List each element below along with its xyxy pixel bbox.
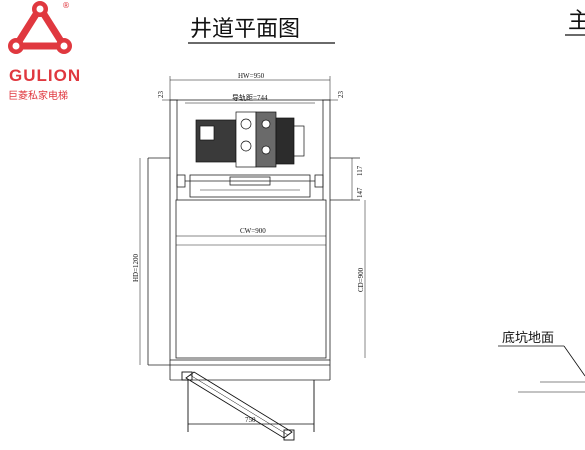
brand-logo: ® GULION 巨菱私家电梯 <box>8 1 81 102</box>
dim-hd: HD=1200 <box>132 253 140 282</box>
logo-triangle-icon <box>12 4 68 50</box>
pit-floor-label: 底坑地面 <box>502 330 554 346</box>
brand-registered-mark: ® <box>62 1 70 10</box>
drawing-title: 井道平面图 <box>190 17 300 42</box>
dimension-lines <box>139 76 366 425</box>
dim-rail-distance: 导轨距=744 <box>232 93 268 102</box>
brand-name: GULION <box>9 66 81 85</box>
guide-rails <box>176 174 324 198</box>
drive-machine <box>195 111 305 168</box>
dim-147: 147 <box>356 187 364 198</box>
dim-hw: HW=950 <box>238 72 265 80</box>
dim-cw: CW=900 <box>240 227 266 235</box>
dim-door: 750 <box>245 416 256 424</box>
dim-left-side: 23 <box>157 91 165 99</box>
partial-title: 主 <box>568 9 585 34</box>
dim-cd: CD=900 <box>357 267 365 292</box>
pit-detail: 底坑地面 <box>498 330 585 393</box>
brand-subtitle: 巨菱私家电梯 <box>8 89 68 102</box>
dim-117: 117 <box>356 165 364 176</box>
door-leaf <box>181 371 315 441</box>
dim-right-side: 23 <box>337 91 345 99</box>
